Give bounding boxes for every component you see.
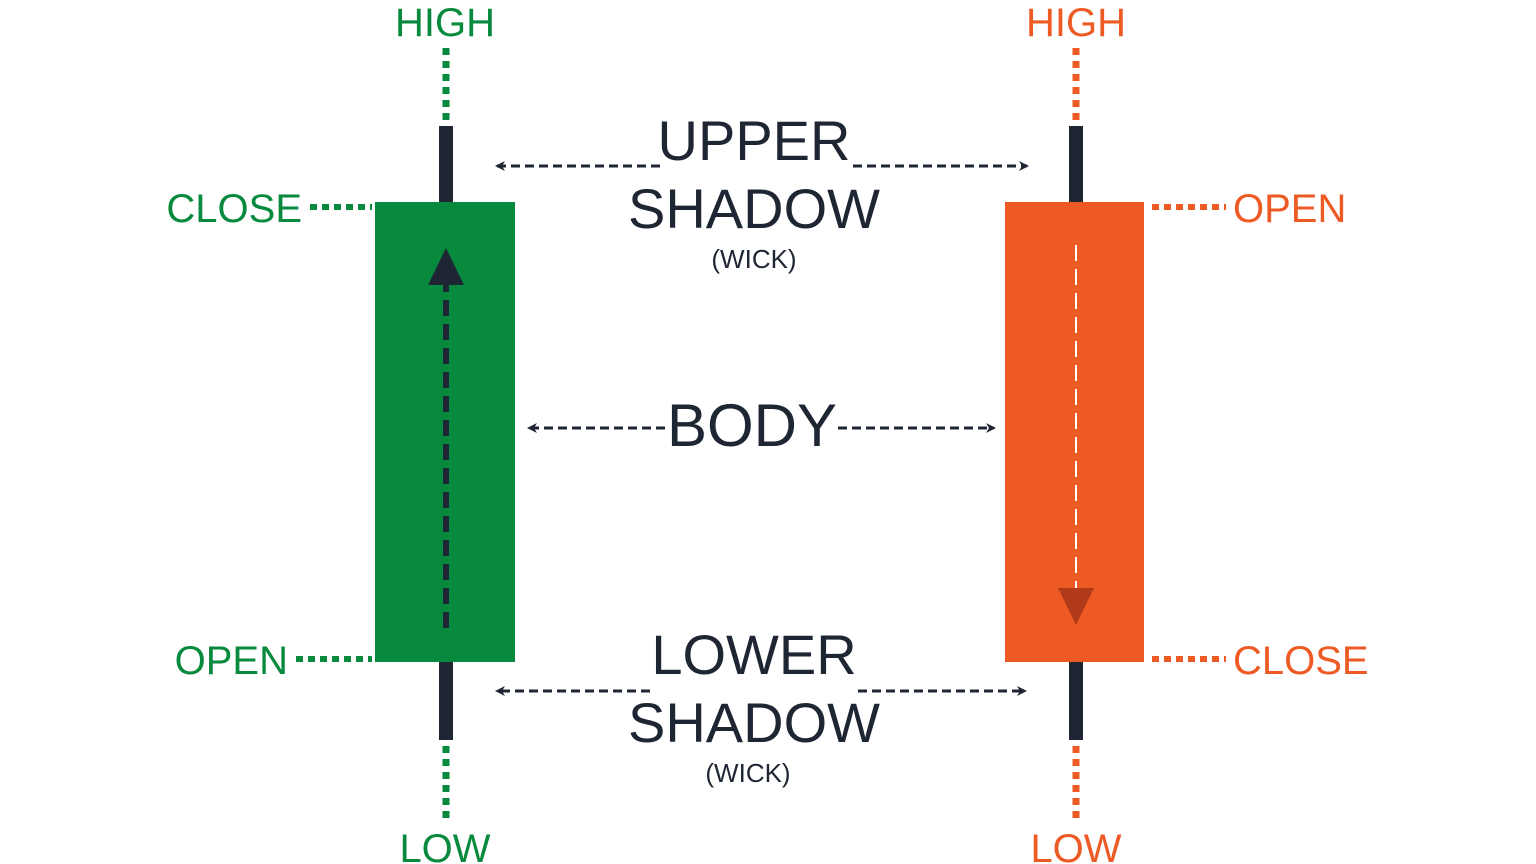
upper-shadow-annotation: UPPER SHADOW (WICK): [495, 109, 1029, 274]
lower-shadow-label: SHADOW: [628, 691, 880, 754]
bullish-close-label: CLOSE: [166, 187, 302, 231]
bearish-high-label: HIGH: [1026, 1, 1126, 45]
bearish-open-label: OPEN: [1233, 187, 1346, 231]
bearish-lower-wick: [1069, 662, 1083, 740]
body-annotation: BODY: [527, 392, 996, 459]
bearish-low-label: LOW: [1030, 827, 1121, 864]
upper-shadow-label: SHADOW: [628, 177, 880, 240]
arrow-down-icon: [1058, 588, 1094, 625]
bullish-low-label: LOW: [399, 827, 490, 864]
body-label: BODY: [667, 392, 837, 459]
bullish-upper-wick: [439, 126, 453, 204]
upper-label: UPPER: [658, 109, 851, 172]
lower-shadow-annotation: LOWER SHADOW (WICK): [495, 623, 1027, 788]
lower-wick-label: (WICK): [705, 758, 790, 788]
bullish-lower-wick: [439, 662, 453, 740]
bearish-candle: HIGH LOW OPEN CLOSE: [1005, 1, 1369, 864]
bullish-open-label: OPEN: [175, 639, 288, 683]
lower-label: LOWER: [651, 623, 856, 686]
bearish-body: [1005, 202, 1144, 662]
bullish-high-label: HIGH: [395, 1, 495, 45]
arrow-up-icon: [428, 248, 464, 285]
bearish-close-label: CLOSE: [1233, 639, 1369, 683]
bearish-upper-wick: [1069, 126, 1083, 204]
upper-wick-label: (WICK): [711, 244, 796, 274]
bullish-candle: HIGH LOW CLOSE OPEN: [166, 1, 515, 864]
